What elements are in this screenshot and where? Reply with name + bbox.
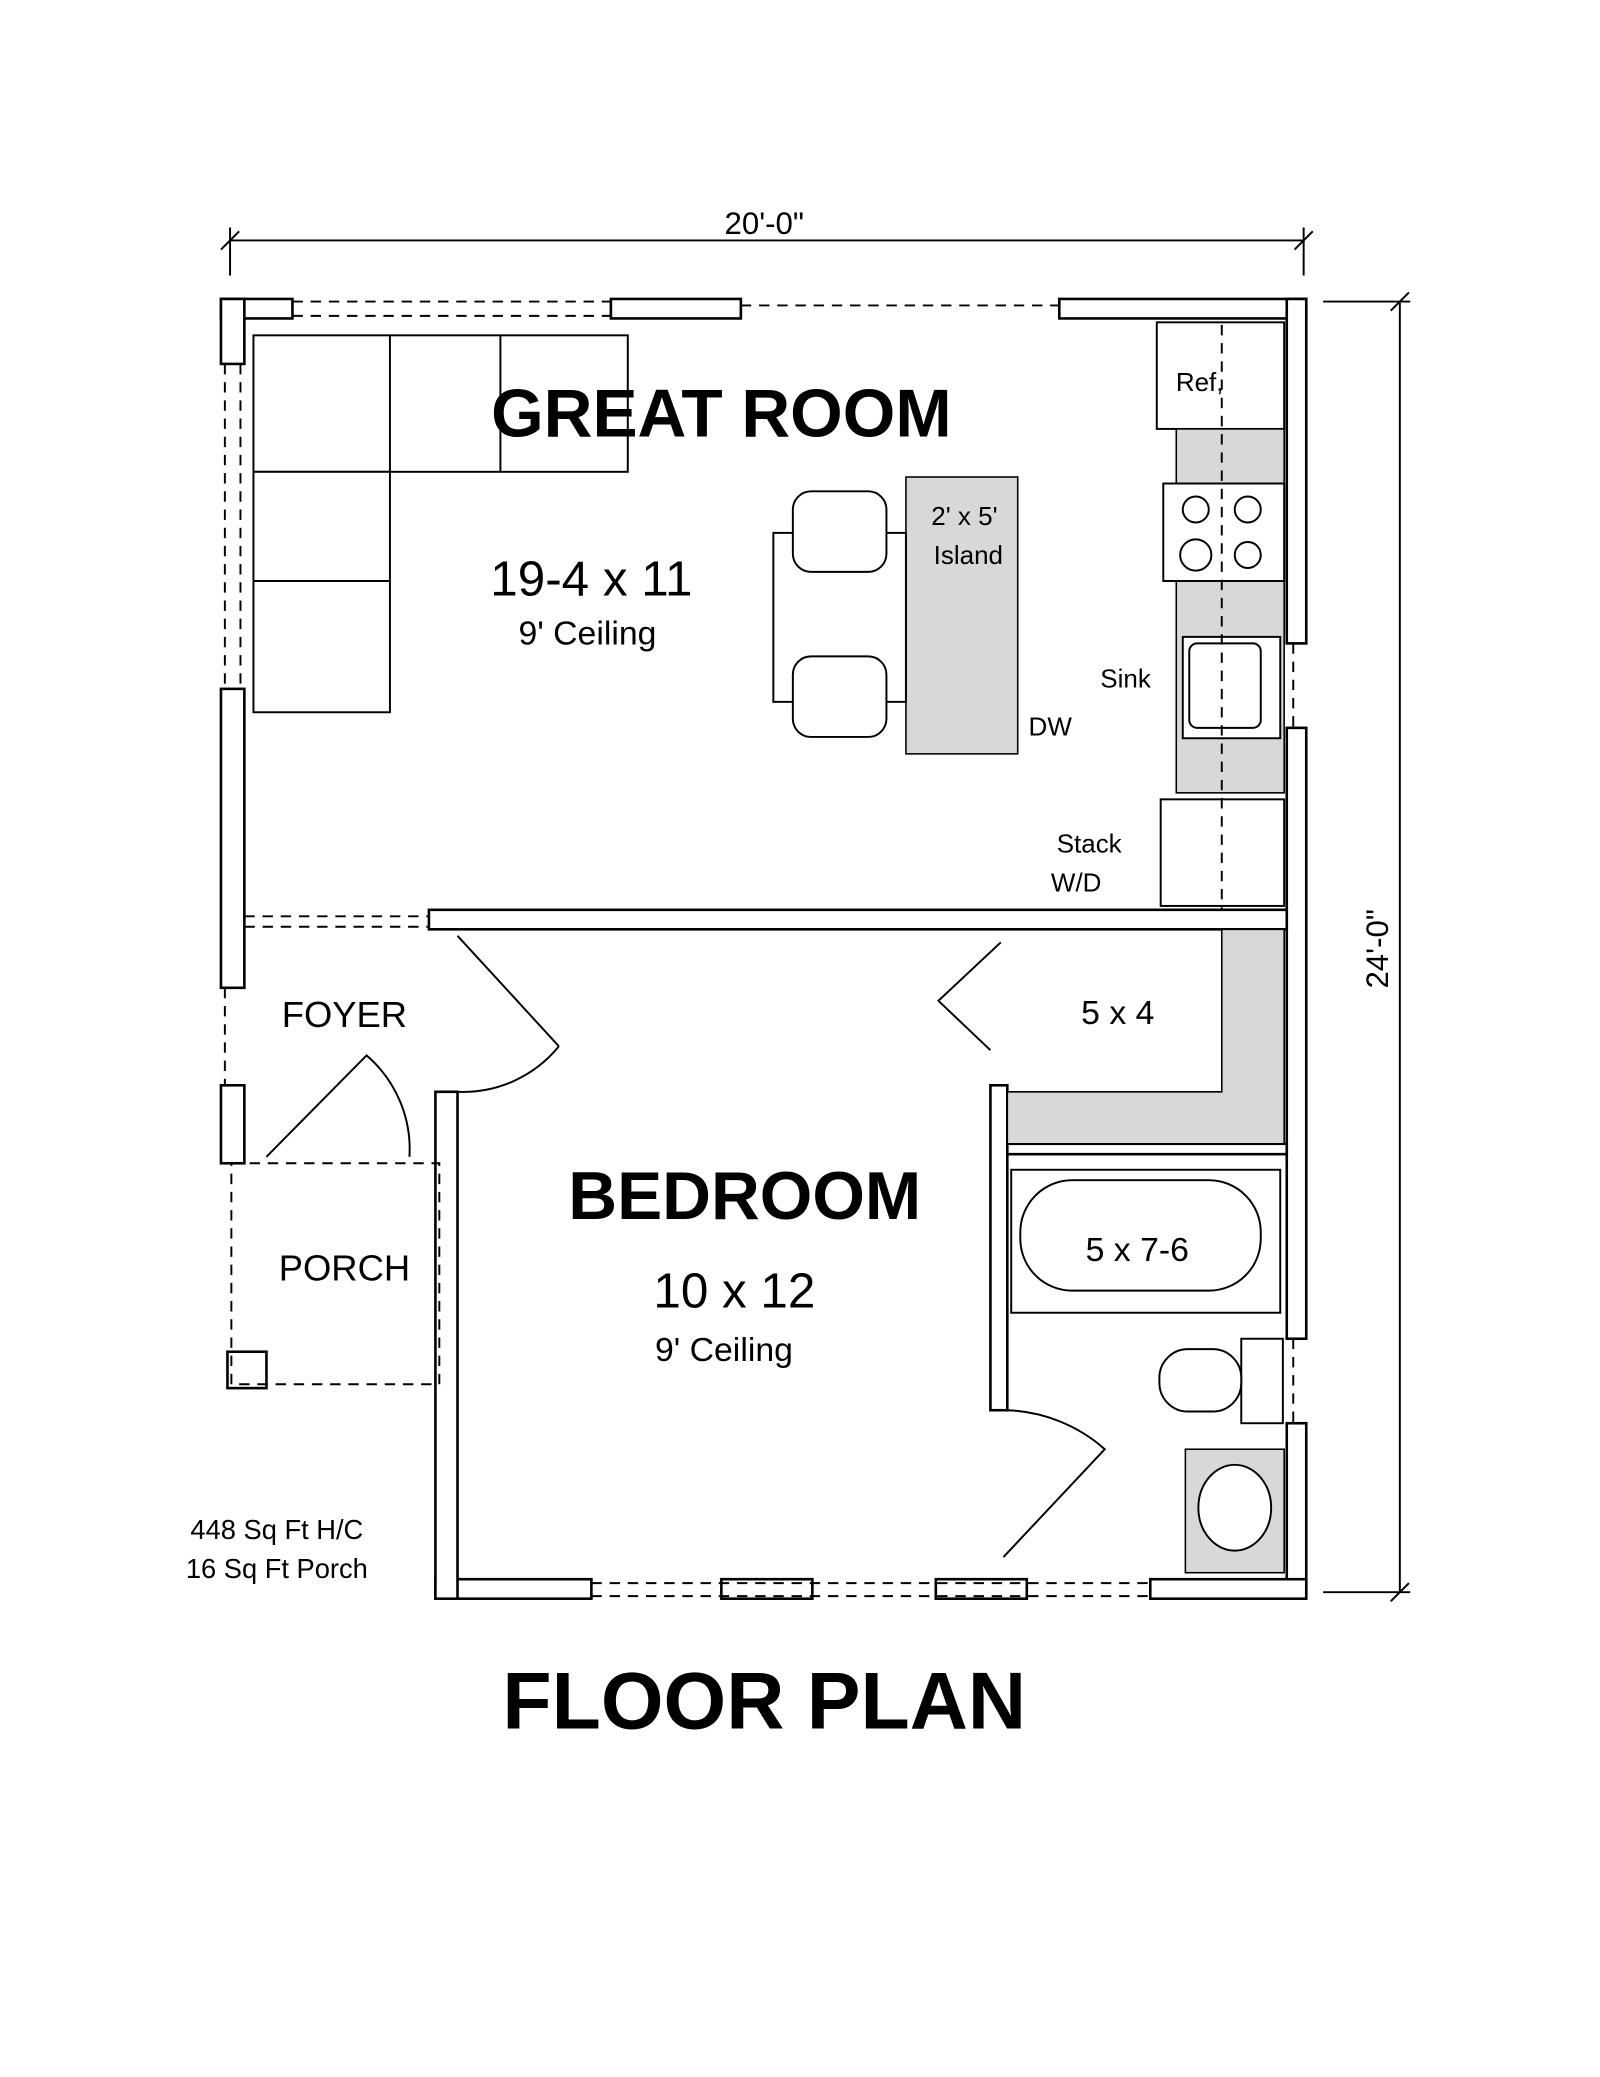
ref-label: Ref,	[1176, 367, 1224, 397]
sink-label: Sink	[1100, 664, 1152, 694]
great-room-ceiling: 9' Ceiling	[519, 615, 657, 653]
porch-area: 16 Sq Ft Porch	[186, 1553, 368, 1584]
island-label: Island	[934, 540, 1003, 570]
stack-label: Stack	[1057, 829, 1123, 859]
heated-area: 448 Sq Ft H/C	[190, 1514, 363, 1545]
chair	[791, 490, 888, 573]
sectional-sofa	[252, 334, 629, 714]
bedroom-ceiling: 9' Ceiling	[655, 1331, 793, 1369]
depth-label: 24'-0"	[1360, 909, 1395, 988]
great-room-size: 19-4 x 11	[490, 551, 692, 606]
walls	[219, 297, 1308, 1600]
foyer-label: FOYER	[282, 994, 407, 1035]
plan-title: FLOOR PLAN	[502, 1657, 1026, 1747]
refrigerator	[1155, 321, 1286, 430]
porch-label: PORCH	[279, 1247, 410, 1288]
sink-cabinet	[1181, 635, 1282, 740]
closet-shelf	[1006, 928, 1285, 1145]
width-label: 20'-0"	[725, 206, 804, 241]
great-room-name: GREAT ROOM	[491, 377, 952, 452]
bath-size: 5 x 7-6	[1086, 1231, 1189, 1269]
wd-label: W/D	[1051, 868, 1102, 898]
closet-size: 5 x 4	[1081, 994, 1154, 1032]
depth-dimension: 24'-0"	[1323, 291, 1411, 1602]
island	[905, 476, 1019, 755]
chair	[791, 655, 888, 738]
toilet	[1240, 1337, 1284, 1425]
width-dimension: 20'-0"	[220, 206, 1314, 276]
island-size-label: 2' x 5'	[931, 501, 997, 531]
dw-label: DW	[1029, 712, 1073, 742]
bedroom-name: BEDROOM	[568, 1159, 921, 1234]
bedroom-size: 10 x 12	[653, 1264, 815, 1319]
range	[1162, 482, 1286, 582]
